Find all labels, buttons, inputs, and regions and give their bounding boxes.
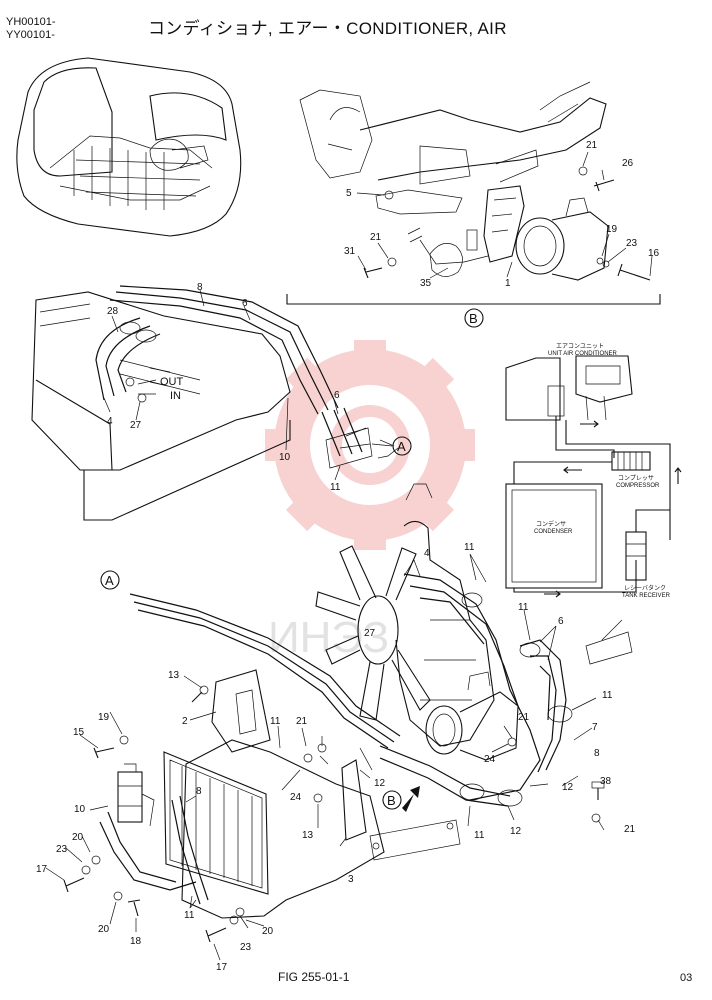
- callout-23: 23: [240, 942, 252, 953]
- callout-8: 8: [196, 786, 202, 797]
- callout-8: 8: [594, 748, 600, 759]
- compressor-symbol: [611, 451, 651, 471]
- callout-20: 20: [72, 832, 84, 843]
- condenser-symbol: [505, 483, 603, 589]
- port-in-label: IN: [170, 390, 181, 402]
- unit-hose-detail: [31, 285, 399, 521]
- view-direction-arrow: [402, 786, 420, 812]
- callout-18: 18: [130, 936, 142, 947]
- callout-24: 24: [484, 754, 496, 765]
- callout-19: 19: [98, 712, 110, 723]
- view-b-marker-bottom: [382, 790, 402, 810]
- page-number: 03: [680, 972, 693, 984]
- callout-17: 17: [36, 864, 48, 875]
- excavator-cab-sketch: [16, 57, 242, 237]
- unit-label-en: UNIT AIR CONDITIONER: [548, 351, 618, 357]
- compressor-label-jp: コンプレッサ: [618, 475, 654, 482]
- refrigerant-flow-schematic: [505, 355, 682, 598]
- callout-27: 27: [364, 628, 376, 639]
- callout-21: 21: [370, 232, 382, 243]
- compressor-mount-detail: [286, 81, 661, 305]
- callout-16: 16: [648, 248, 660, 259]
- callout-2: 2: [182, 716, 188, 727]
- callout-6: 6: [242, 298, 248, 309]
- receiver-tank: [117, 771, 143, 823]
- callout-27: 27: [130, 420, 142, 431]
- receiver-label-jp: レシーバタンク: [624, 584, 666, 592]
- main-assembly-exploded-view: [45, 483, 633, 961]
- callout-4: 4: [424, 548, 430, 559]
- callout-11: 11: [330, 482, 341, 493]
- callout-11: 11: [518, 602, 529, 613]
- callout-26: 26: [622, 158, 634, 169]
- serial-range-2: YY00101-: [6, 29, 55, 41]
- callout-23: 23: [626, 238, 638, 249]
- callout-19: 19: [606, 224, 618, 235]
- callout-35: 35: [420, 278, 432, 289]
- port-out-label: OUT: [160, 376, 184, 388]
- callout-11: 11: [270, 716, 281, 727]
- watermark-text: ИНЭЗ: [268, 613, 389, 662]
- callout-12: 12: [510, 826, 522, 837]
- unit-label-jp: エアコンユニット: [556, 343, 604, 350]
- view-b-label: B: [469, 311, 478, 326]
- callout-10: 10: [279, 452, 291, 463]
- callout-5: 5: [346, 188, 352, 199]
- callout-11: 11: [474, 830, 485, 841]
- callout-12: 12: [374, 778, 386, 789]
- callout-24: 24: [290, 792, 302, 803]
- callout-21: 21: [624, 824, 636, 835]
- condenser-label-en: CONDENSER: [534, 529, 573, 535]
- callout-21: 21: [586, 140, 598, 151]
- callout-6: 6: [334, 390, 340, 401]
- callout-15: 15: [73, 727, 85, 738]
- view-a-label-top: A: [397, 439, 406, 454]
- callout-10: 10: [74, 804, 86, 815]
- view-b-marker: [464, 308, 484, 328]
- figure-number: FIG 255-01-1: [278, 970, 350, 984]
- callout-3: 3: [348, 874, 354, 885]
- callout-20: 20: [262, 926, 274, 937]
- compressor-label-en: COMPRESSOR: [616, 483, 660, 489]
- callout-12: 12: [562, 782, 574, 793]
- callout-8: 8: [197, 282, 203, 293]
- callout-21: 21: [518, 712, 530, 723]
- serial-range-1: YH00101-: [6, 16, 56, 28]
- view-b-label-bottom: B: [387, 793, 396, 808]
- condenser-label-jp: コンデンサ: [536, 520, 566, 528]
- callout-23: 23: [56, 844, 68, 855]
- callout-11: 11: [184, 910, 195, 921]
- callout-31: 31: [344, 246, 356, 257]
- callout-4: 4: [107, 416, 113, 427]
- callout-13: 13: [302, 830, 314, 841]
- callout-21: 21: [296, 716, 308, 727]
- callout-17: 17: [216, 962, 228, 973]
- page-title: コンディショナ, エアー・CONDITIONER, AIR: [148, 19, 507, 38]
- receiver-label-en: TANK RECEIVER: [622, 593, 671, 599]
- callout-11: 11: [464, 542, 475, 553]
- callout-7: 7: [592, 722, 598, 733]
- callout-20: 20: [98, 924, 110, 935]
- callout-1: 1: [505, 278, 511, 289]
- callout-28: 28: [107, 306, 119, 317]
- view-a-marker-top: [392, 436, 412, 456]
- view-a-marker-bottom: [100, 570, 120, 590]
- callout-38: 38: [600, 776, 612, 787]
- part-callouts: 21 26 5 21 31 35 1 19 23 16 8 6 28 4 27 …: [36, 140, 660, 973]
- view-a-label-bottom: A: [105, 573, 114, 588]
- callout-11: 11: [602, 690, 613, 701]
- callout-13: 13: [168, 670, 180, 681]
- callout-6: 6: [558, 616, 564, 627]
